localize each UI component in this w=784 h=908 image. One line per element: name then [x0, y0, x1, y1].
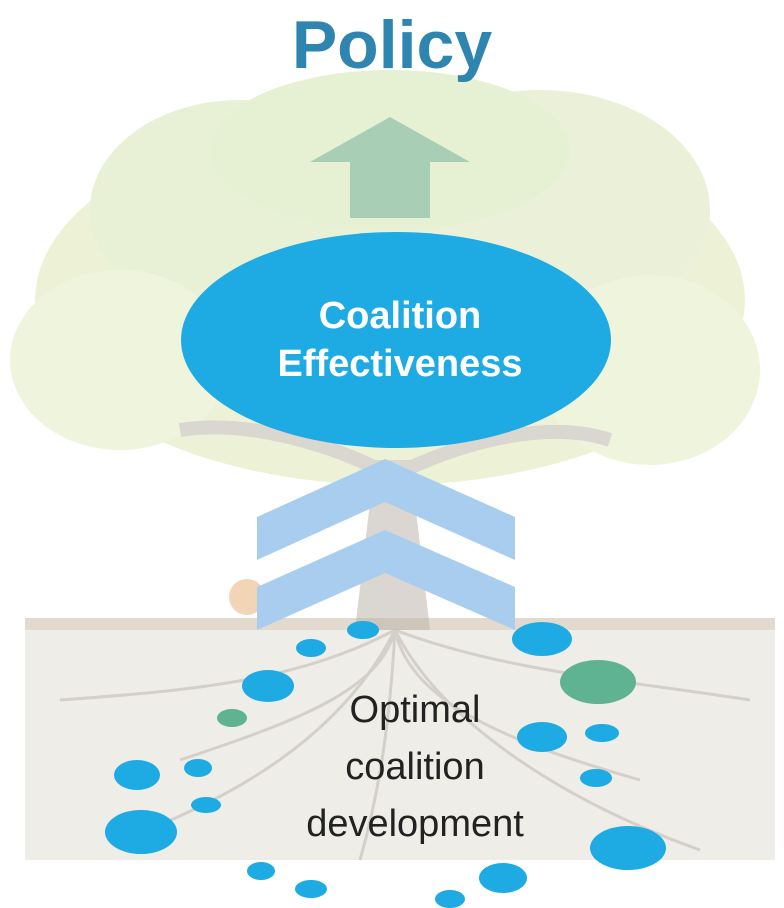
bubble	[585, 724, 619, 742]
bubble	[105, 810, 177, 854]
root-label-line: Optimal	[349, 689, 481, 731]
root-label-line: development	[306, 803, 524, 845]
optimal-coalition-development-label: Optimal coalition development	[270, 682, 560, 853]
bubble	[247, 862, 275, 880]
bubble	[242, 670, 294, 702]
bubble-accent	[560, 660, 636, 704]
bubble	[580, 769, 612, 787]
bubble	[114, 760, 160, 790]
center-label-line: Effectiveness	[277, 343, 523, 385]
bubble	[184, 759, 212, 777]
bubble	[191, 797, 221, 813]
bubbles	[105, 621, 666, 908]
bubble	[296, 639, 326, 657]
center-label-line: Coalition	[318, 295, 482, 337]
bubble	[512, 622, 572, 656]
bubble	[517, 722, 567, 752]
bubble	[295, 880, 327, 898]
coalition-effectiveness-ellipse	[181, 232, 611, 448]
bubble	[435, 890, 465, 908]
coalition-effectiveness-label: Coalition Effectiveness	[190, 292, 610, 388]
up-arrow-icon	[310, 117, 470, 218]
bubble	[347, 621, 379, 639]
bubble	[479, 863, 527, 893]
page-title: Policy	[291, 7, 493, 83]
root-label-line: coalition	[345, 746, 485, 788]
chevron-up-icon	[257, 459, 515, 630]
bubble	[590, 826, 666, 870]
bubble-accent	[217, 709, 247, 727]
